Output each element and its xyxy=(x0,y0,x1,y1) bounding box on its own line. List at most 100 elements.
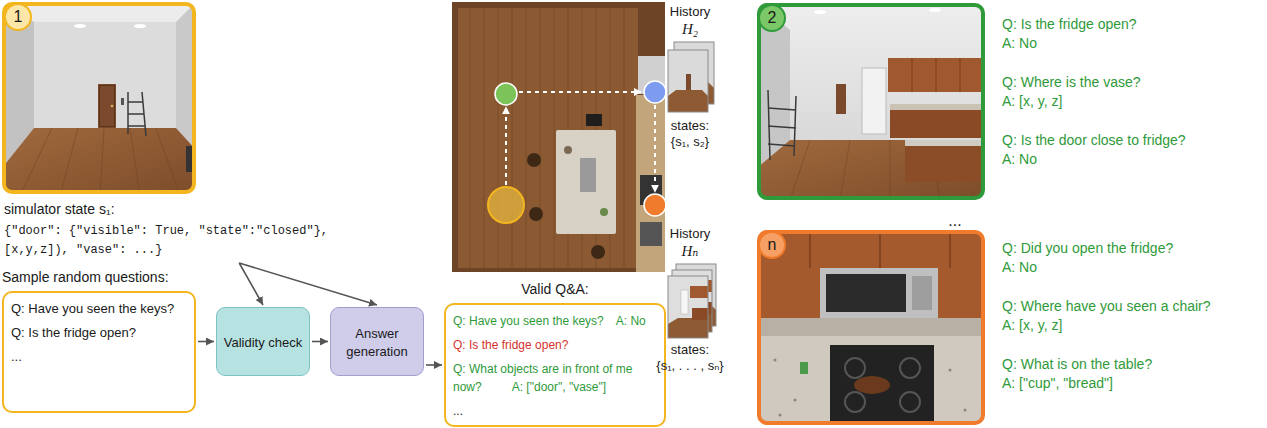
egocentric-view xyxy=(768,90,796,160)
answer-text: A: No xyxy=(1002,35,1037,52)
text-row: Q: Is the fridge open? xyxy=(11,323,187,341)
egocentric-view xyxy=(759,336,983,423)
top-down-map xyxy=(564,146,572,154)
text-row: {"door": {"visible": True, "state":"clos… xyxy=(4,220,340,258)
question-sampler: Sample random questions: Q: Have you seen… xyxy=(2,268,196,413)
answer-text: A: No xyxy=(1002,151,1037,168)
egocentric-view xyxy=(960,58,961,92)
egocentric-view xyxy=(800,362,808,374)
qa-box: Q: Have you seen the keys?A: No Q: Is the… xyxy=(444,303,666,427)
egocentric-view xyxy=(60,128,78,192)
egocentric-view xyxy=(949,232,951,268)
egocentric-view xyxy=(121,98,124,105)
egocentric-view xyxy=(100,86,115,127)
history-symbol: H₂ xyxy=(682,20,698,38)
question-box: Q: Have you seen the keys? Q: Is the frid… xyxy=(2,291,196,413)
egocentric-view xyxy=(862,68,886,134)
top-down-map xyxy=(644,194,665,216)
egocentric-view xyxy=(826,274,906,312)
top-down-map xyxy=(470,8,624,268)
ellipsis: ... xyxy=(11,349,22,364)
egocentric-view xyxy=(814,10,826,14)
top-down-map xyxy=(495,83,517,105)
text-row: Q: Is the fridge open? xyxy=(453,335,657,353)
process-label: Validity check xyxy=(224,335,303,350)
answer-text: A: [x, y, z] xyxy=(1002,317,1062,334)
egocentric-view xyxy=(840,140,850,198)
egocentric-view xyxy=(779,414,782,417)
egocentric-view xyxy=(20,128,180,192)
top-down-map xyxy=(452,2,665,272)
egocentric-view xyxy=(4,4,194,192)
process-box: Answer generation xyxy=(330,307,424,376)
egocentric-view xyxy=(768,90,770,160)
egocentric-view xyxy=(905,146,983,182)
state-heading: simulator state s₁: xyxy=(4,201,115,217)
text-row: 2 xyxy=(768,9,777,27)
top-down-map xyxy=(644,81,665,103)
egocentric-view xyxy=(176,4,194,150)
flow-arrow xyxy=(198,341,214,343)
egocentric-view xyxy=(900,358,920,378)
question-text: Q: Where is the vase? xyxy=(1002,74,1141,91)
egocentric-view xyxy=(768,108,796,110)
egocentric-view xyxy=(845,358,865,378)
label-group: states:{s₁, . . . , sₙ} xyxy=(640,342,740,374)
top-down-map xyxy=(519,91,641,93)
top-down-map xyxy=(488,187,524,223)
egocentric-view xyxy=(905,140,983,146)
answer-text: A: ["cup", "bread"] xyxy=(1002,375,1113,392)
egocentric-view xyxy=(810,232,950,268)
history-label: History xyxy=(670,4,710,20)
egocentric-view xyxy=(912,58,913,92)
text-row: ... xyxy=(453,401,657,419)
egocentric-view xyxy=(929,8,941,12)
states-label: states: xyxy=(671,118,709,134)
top-down-map xyxy=(580,158,596,192)
egocentric-view xyxy=(128,101,143,103)
flow-arrow xyxy=(239,263,377,305)
egocentric-view xyxy=(912,276,932,310)
egocentric-view xyxy=(890,110,983,138)
top-down-map xyxy=(640,222,662,246)
egocentric-view xyxy=(4,4,194,192)
egocentric-view xyxy=(4,128,194,192)
text-row: Q: Have you seen the keys?A: No xyxy=(453,311,657,329)
question-text: Q: Have you seen the keys? xyxy=(11,301,174,316)
egocentric-view xyxy=(774,359,777,362)
top-down-map xyxy=(505,107,507,185)
step-badge: n xyxy=(758,231,786,259)
egocentric-view xyxy=(879,232,881,268)
label-group: ... xyxy=(930,212,980,230)
egocentric-view xyxy=(845,392,865,412)
history-label: History xyxy=(670,226,710,242)
egocentric-view xyxy=(100,128,104,192)
egocentric-view xyxy=(759,5,983,198)
question-text: Q: Is the door close to fridge? xyxy=(1002,132,1186,149)
view-frame xyxy=(759,232,983,423)
egocentric-view xyxy=(111,105,114,108)
question-text: Q: What is on the table? xyxy=(1002,356,1152,373)
box-heading: Valid Q&A: xyxy=(444,280,666,298)
answer-text: A: No xyxy=(1002,259,1037,276)
egocentric-view xyxy=(890,140,891,198)
egocentric-view xyxy=(794,96,796,156)
egocentric-view xyxy=(768,144,795,146)
top-down-map xyxy=(484,8,485,268)
box-heading: Sample random questions: xyxy=(2,268,196,286)
step-badge: 1 xyxy=(4,3,32,31)
egocentric-view xyxy=(949,369,952,372)
top-down-map xyxy=(529,207,543,221)
label-group: Q: Is the fridge open?A: NoQ: Where is t… xyxy=(1002,16,1264,168)
question-text: Q: Where have you seen a chair? xyxy=(1002,298,1211,315)
step-number: 2 xyxy=(768,9,777,26)
egocentric-view xyxy=(768,126,796,128)
top-down-map xyxy=(506,92,655,192)
egocentric-view xyxy=(759,232,983,423)
question-text: Q: Is the fridge open? xyxy=(11,325,136,340)
view-frame xyxy=(4,4,194,192)
label-group: Q: Did you open the fridge?A: NoQ: Where… xyxy=(1002,240,1264,392)
states-set: {s₁, s₂} xyxy=(671,134,709,150)
top-down-map xyxy=(470,8,471,268)
